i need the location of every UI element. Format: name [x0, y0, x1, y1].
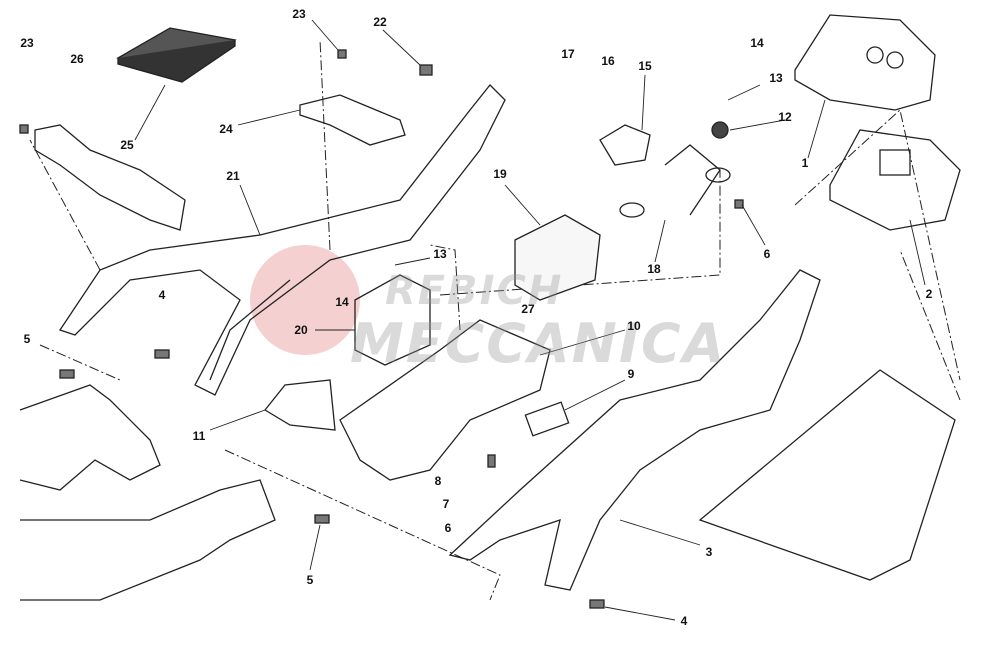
callout-8: 8 — [434, 474, 442, 488]
chassis-left — [19, 384, 161, 491]
callout-13: 13 — [769, 71, 783, 85]
callout-14: 14 — [750, 36, 764, 50]
bracket-18 — [664, 144, 721, 216]
callout-5: 5 — [23, 332, 31, 346]
ecu-2 — [829, 129, 961, 231]
callout-21: 21 — [226, 169, 240, 183]
callout-4: 4 — [680, 614, 688, 628]
callout-22: 22 — [373, 15, 387, 29]
module-19 — [514, 214, 601, 301]
callout-7: 7 — [442, 497, 450, 511]
callout-12: 12 — [778, 110, 792, 124]
callout-2: 2 — [925, 287, 933, 301]
callout-16: 16 — [601, 54, 615, 68]
callout-6: 6 — [763, 247, 771, 261]
callout-9: 9 — [627, 367, 635, 381]
callout-1: 1 — [801, 156, 809, 170]
rear-frame-3 — [448, 269, 821, 591]
callout-15: 15 — [638, 59, 652, 73]
control-unit-20 — [354, 274, 431, 366]
tray-10 — [339, 319, 551, 481]
callout-24: 24 — [219, 122, 233, 136]
callout-20: 20 — [294, 323, 308, 337]
callout-13: 13 — [433, 247, 447, 261]
callout-23: 23 — [20, 36, 34, 50]
callout-27: 27 — [521, 302, 535, 316]
sensor-15 — [599, 124, 651, 166]
watermark-text-bottom: MECCANICA — [350, 312, 727, 375]
ecu-cover-1 — [794, 14, 936, 111]
callout-25: 25 — [120, 138, 134, 152]
bracket-24 — [299, 94, 406, 146]
callout-14: 14 — [335, 295, 349, 309]
callout-6: 6 — [444, 521, 452, 535]
component-9 — [524, 401, 570, 437]
watermark-text-top: REBICH — [385, 268, 564, 314]
callout-18: 18 — [647, 262, 661, 276]
callout-4: 4 — [158, 288, 166, 302]
undertray-plate — [698, 369, 956, 581]
callout-23: 23 — [292, 7, 306, 21]
bracket-26 — [34, 124, 186, 231]
callout-11: 11 — [192, 429, 206, 443]
cover-11 — [264, 379, 336, 431]
callout-17: 17 — [561, 47, 575, 61]
watermark-logo — [250, 245, 360, 355]
callout-26: 26 — [70, 52, 84, 66]
callout-19: 19 — [493, 167, 507, 181]
callout-10: 10 — [627, 319, 641, 333]
rear-subframe-21 — [58, 84, 506, 396]
callout-3: 3 — [705, 545, 713, 559]
callout-5: 5 — [306, 573, 314, 587]
bolt-4 — [154, 349, 170, 359]
